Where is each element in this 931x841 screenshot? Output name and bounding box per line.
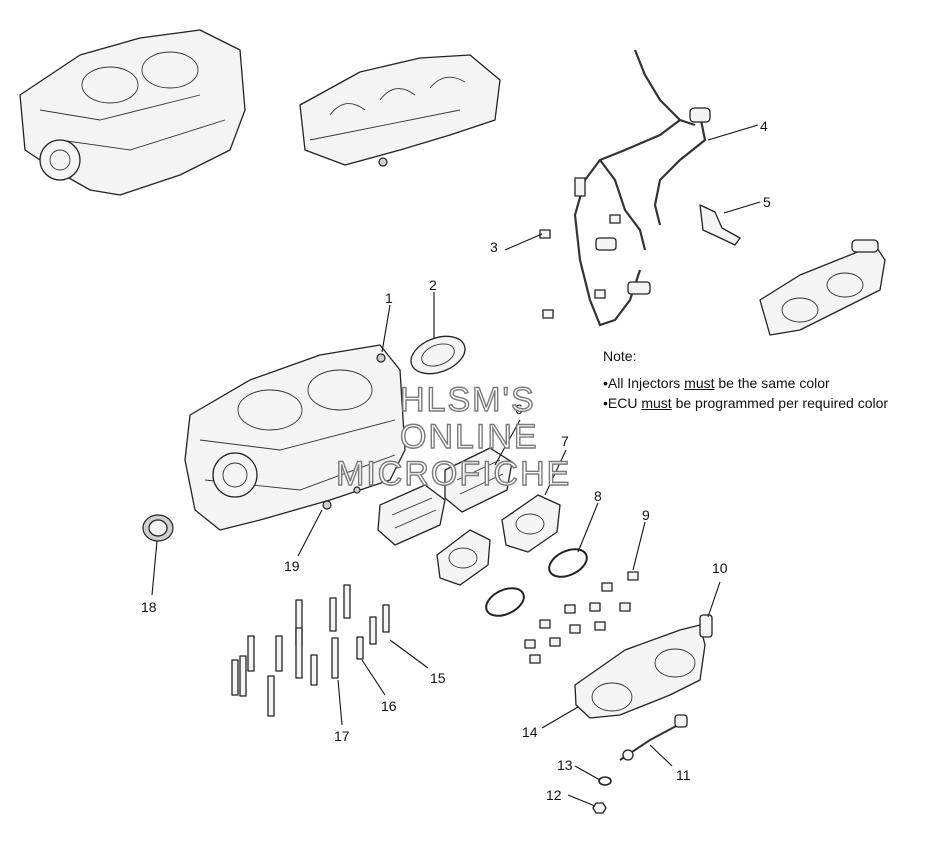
- callout-labels: 1 2 3 4 5 6 7 8 9 10 11 12 13 14 15 16 1…: [141, 118, 771, 803]
- callout-19: 19: [284, 558, 300, 574]
- oil-seal-18: [142, 514, 174, 542]
- callout-3: 3: [490, 239, 498, 255]
- watermark: HLSM'S ONLINE MICROFICHE: [335, 380, 571, 493]
- plug-1: [376, 353, 386, 363]
- fuel-injector: [699, 204, 741, 246]
- callout-4: 4: [760, 118, 768, 134]
- oil-seal-2: [410, 335, 466, 375]
- callout-14: 14: [522, 724, 538, 740]
- callout-18: 18: [141, 599, 157, 615]
- callout-9: 9: [642, 507, 650, 523]
- callout-17: 17: [334, 728, 350, 744]
- throttle-body: [574, 614, 713, 719]
- throttle-body-reference: [759, 239, 886, 336]
- callout-11: 11: [676, 767, 691, 783]
- watermark-line-2: ONLINE: [400, 418, 539, 456]
- callout-1: 1: [385, 290, 393, 306]
- note-line-ecu: •ECU must be programmed per required col…: [603, 395, 889, 411]
- callout-8: 8: [594, 488, 602, 504]
- callout-13: 13: [557, 757, 573, 773]
- crankcase-bolts: [231, 584, 390, 717]
- callout-2: 2: [429, 277, 437, 293]
- fuel-rail-harness: [573, 49, 711, 327]
- callout-7: 7: [561, 433, 569, 449]
- callout-15: 15: [430, 670, 446, 686]
- watermark-line-1: HLSM'S: [400, 381, 536, 419]
- intake-flange: [436, 494, 561, 586]
- sensor-11: [619, 714, 688, 761]
- hose-clamps: [485, 548, 588, 617]
- nut-12: [592, 802, 607, 814]
- flange-bolts: [524, 571, 639, 664]
- crankcase-upper-view: [19, 29, 246, 196]
- crankcase-main: [184, 344, 406, 531]
- callout-16: 16: [381, 698, 397, 714]
- callout-12: 12: [546, 787, 562, 803]
- crankcase-lower-half: [299, 54, 501, 167]
- injector-note: Note: •All Injectors must be the same co…: [603, 346, 888, 413]
- watermark-line-3: MICROFICHE: [336, 455, 571, 493]
- o-ring-13: [598, 776, 612, 786]
- callout-5: 5: [763, 194, 771, 210]
- note-line-injectors: •All Injectors must be the same color: [603, 375, 830, 391]
- callout-6: 6: [515, 401, 523, 417]
- plug-19: [322, 500, 332, 510]
- injector-bolts: [539, 214, 621, 319]
- callout-10: 10: [712, 560, 728, 576]
- note-heading: Note:: [603, 348, 637, 364]
- leader-lines: [151, 124, 761, 807]
